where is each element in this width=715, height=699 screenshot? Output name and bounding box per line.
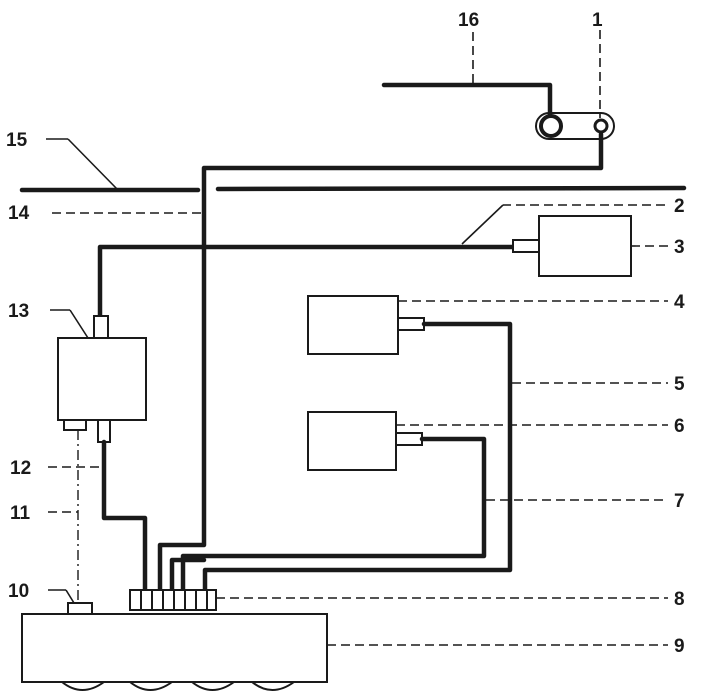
callout-14: 14 (8, 203, 30, 224)
main-vacuum-hose (157, 131, 604, 593)
component-13-bottom-nozzle (97, 419, 111, 443)
callout-13: 13 (8, 301, 29, 322)
top-connector (381, 82, 615, 140)
component-3 (538, 215, 632, 277)
callout-2: 2 (674, 196, 685, 217)
callout-12: 12 (10, 458, 31, 479)
panel-line (19, 185, 687, 193)
component-4 (307, 295, 399, 355)
hose-7 (180, 436, 487, 593)
callout-3: 3 (674, 237, 685, 258)
callout-8: 8 (674, 589, 685, 610)
hose-2 (97, 244, 518, 321)
component-13-port (63, 419, 87, 431)
callout-11: 11 (10, 503, 31, 524)
callout-16: 16 (458, 10, 479, 31)
hose-12 (101, 439, 148, 593)
engine-block (21, 613, 328, 691)
component-6 (307, 411, 397, 471)
callout-1: 1 (592, 10, 603, 31)
callout-4: 4 (674, 292, 685, 313)
callout-5: 5 (674, 374, 685, 395)
component-4-nozzle (397, 317, 425, 331)
component-13 (57, 337, 147, 421)
callout-15: 15 (6, 130, 28, 151)
component-6-nozzle (395, 432, 423, 446)
distributor-leg (169, 557, 207, 593)
component-13-top-nozzle (93, 315, 109, 341)
leader-lines (46, 30, 668, 646)
component-3-nozzle (512, 239, 540, 253)
hose-5 (202, 321, 513, 593)
callout-7: 7 (674, 491, 685, 512)
callout-10: 10 (8, 581, 29, 602)
distributor (129, 589, 217, 611)
callout-9: 9 (674, 636, 685, 657)
callout-6: 6 (674, 416, 685, 437)
